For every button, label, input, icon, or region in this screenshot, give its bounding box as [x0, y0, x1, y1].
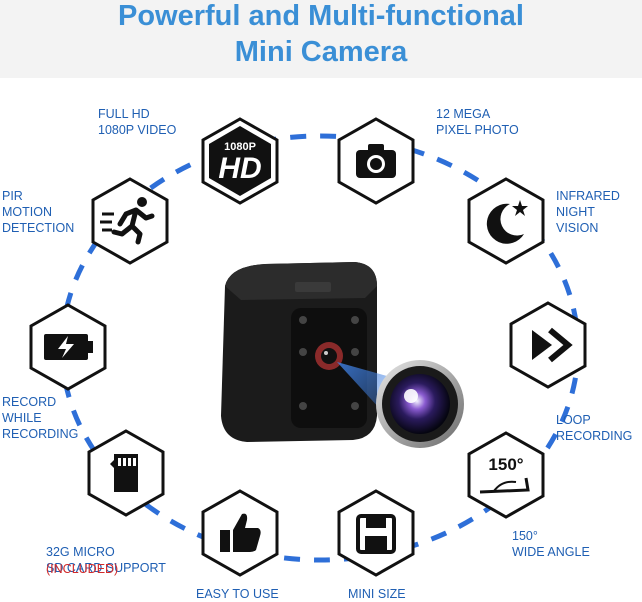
- feature-pir-motion: [90, 176, 170, 266]
- label-full-hd: FULL HD 1080P VIDEO: [98, 107, 177, 137]
- hd-badge-top: 1080P: [224, 141, 256, 153]
- title-band: [0, 0, 642, 78]
- battery-charging-icon: [29, 303, 107, 391]
- headline-line-2: Mini Camera: [234, 36, 408, 68]
- label-loop-recording: LOOP RECORDING: [556, 413, 633, 443]
- feature-loop-recording: [508, 300, 588, 390]
- angle-150-icon: 150°: [467, 431, 545, 519]
- floppy-icon: [337, 489, 415, 577]
- label-mini-size: MINI SIZE: [348, 587, 406, 601]
- label-included: (INCLUDED): [46, 562, 119, 576]
- label-sd-card: 32G MICRO SD CARD SUPPORT: [46, 545, 166, 575]
- headline-line-1: Powerful and Multi-functional: [118, 0, 524, 32]
- feature-wide-angle: 150°: [466, 430, 546, 520]
- label-night-vision: INFRARED NIGHT VISION: [556, 189, 620, 235]
- angle-value: 150°: [488, 455, 523, 474]
- hd-badge-main: HD: [218, 152, 261, 185]
- hd-1080p-icon: 1080P HD: [201, 117, 279, 205]
- sd-card-icon: [87, 429, 165, 517]
- moon-star-icon: [467, 177, 545, 265]
- thumbs-up-icon: [201, 489, 279, 577]
- camera-icon: [337, 117, 415, 205]
- label-easy-to-use: EASY TO USE: [196, 587, 279, 601]
- running-man-icon: [91, 177, 169, 265]
- feature-record-while-charging: [28, 302, 108, 392]
- label-mega-pixel: 12 MEGA PIXEL PHOTO: [436, 107, 519, 137]
- feature-sd-card: [86, 428, 166, 518]
- feature-hd-video: 1080P HD: [200, 116, 280, 206]
- label-wide-angle: 150° WIDE ANGLE: [512, 529, 590, 559]
- feature-easy-to-use: [200, 488, 280, 578]
- feature-mega-pixel-photo: [336, 116, 416, 206]
- feature-mini-size: [336, 488, 416, 578]
- feature-night-vision: [466, 176, 546, 266]
- label-record-while: RECORD WHILE RECORDING: [2, 395, 79, 441]
- mini-camera-image: [221, 262, 464, 448]
- loop-play-icon: [509, 301, 587, 389]
- label-pir-motion: PIR MOTION DETECTION: [2, 189, 75, 235]
